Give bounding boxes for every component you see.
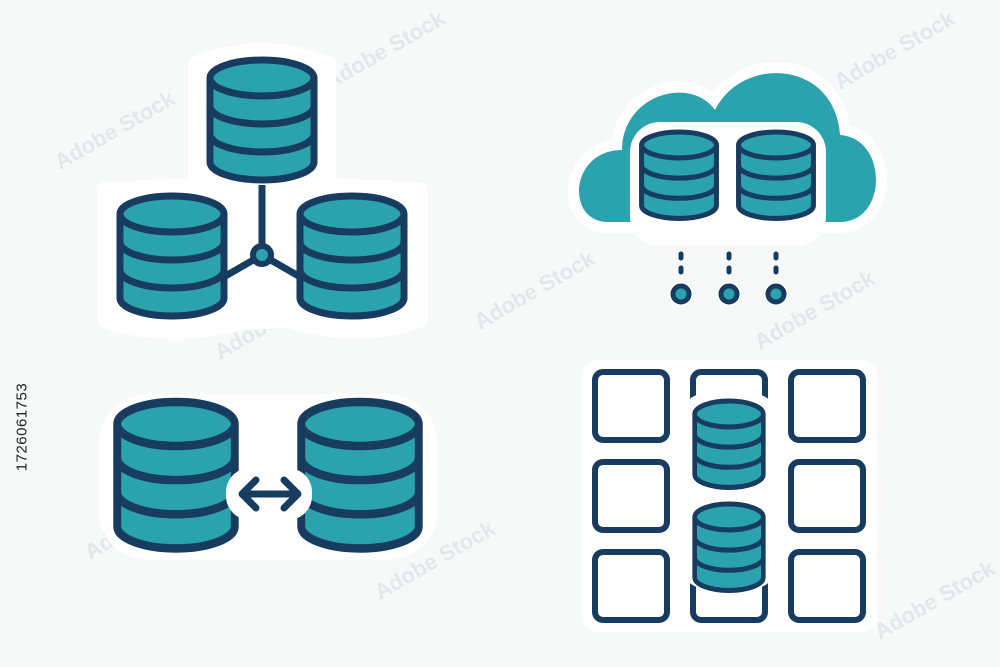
svg-text:Adobe Stock: Adobe Stock <box>870 555 1000 644</box>
svg-text:Adobe Stock: Adobe Stock <box>50 85 180 174</box>
stock-id-label: 1726061753 <box>13 382 31 472</box>
cloud-database-icon <box>568 62 887 306</box>
database-grid-icon <box>582 360 878 632</box>
svg-text:Adobe Stock: Adobe Stock <box>320 5 450 94</box>
svg-text:Adobe Stock: Adobe Stock <box>750 265 880 354</box>
svg-text:Adobe Stock: Adobe Stock <box>470 245 600 334</box>
distributed-database-icon <box>97 43 428 340</box>
database-sync-icon <box>98 394 438 560</box>
svg-text:Adobe Stock: Adobe Stock <box>830 5 960 94</box>
